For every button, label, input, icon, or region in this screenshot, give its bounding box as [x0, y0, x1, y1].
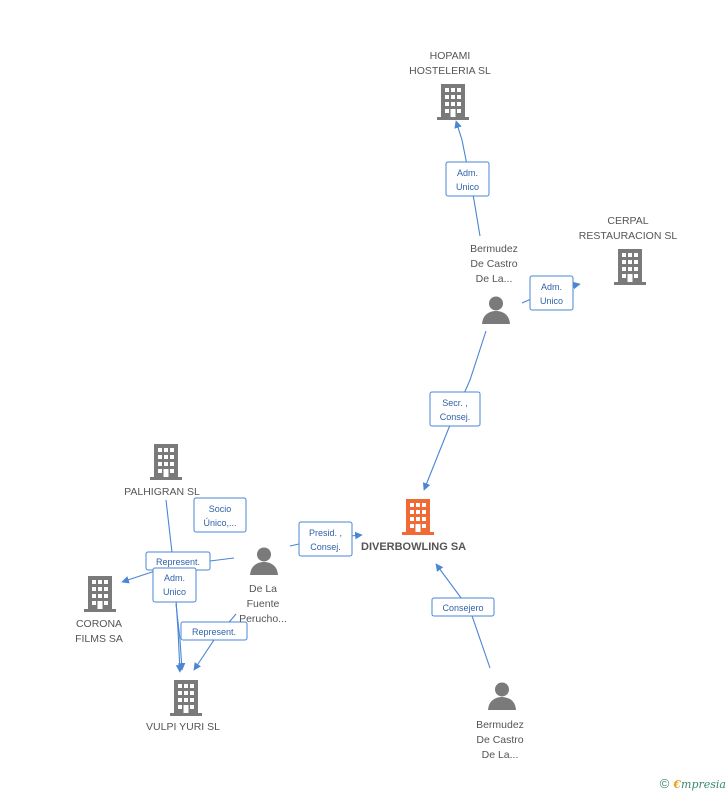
person-icon: [482, 296, 510, 324]
edge-label-text: Consej.: [310, 542, 341, 552]
edge-label-text: Adm.: [457, 168, 478, 178]
edge-label-text: Represent.: [156, 557, 200, 567]
node-hopami[interactable]: HOPAMI HOSTELERIA SL: [409, 50, 491, 120]
node-label: De La: [249, 583, 277, 595]
brand-logo: ©€mpresia: [660, 776, 726, 791]
node-label: Bermudez: [476, 719, 524, 731]
node-label: DIVERBOWLING SA: [361, 541, 466, 553]
node-label: De La...: [476, 273, 513, 285]
edge-label-e9[interactable]: Consejero: [431, 597, 495, 617]
node-label: De Castro: [476, 734, 523, 746]
node-label: Fuente: [247, 598, 280, 610]
building-icon: [170, 680, 202, 716]
edge-label-text: Presid. ,: [309, 528, 342, 538]
node-label: VULPI YURI SL: [146, 721, 220, 733]
node-label: CORONA: [76, 618, 122, 630]
edge-label-e3[interactable]: Secr. , Consej.: [429, 391, 481, 427]
node-palhigran[interactable]: PALHIGRAN SL: [124, 444, 200, 498]
node-label: Bermudez: [470, 243, 518, 255]
edge-label-e7[interactable]: Adm. Unico: [152, 567, 197, 603]
node-label: CERPAL: [607, 215, 648, 227]
node-label: Perucho...: [239, 613, 287, 625]
person-icon: [488, 682, 516, 710]
node-label: RESTAURACION SL: [579, 230, 678, 242]
node-cerpal[interactable]: CERPAL RESTAURACION SL: [579, 215, 678, 285]
node-label: HOPAMI: [430, 50, 471, 62]
node-label: HOSTELERIA SL: [409, 65, 491, 77]
edge-label-text: Unico: [540, 296, 563, 306]
edge-label-e8[interactable]: Represent.: [180, 621, 248, 641]
node-label: De La...: [482, 749, 519, 761]
building-icon: [150, 444, 182, 480]
brand-name: mpresia: [681, 778, 726, 791]
edge-label-text: Adm.: [164, 573, 185, 583]
edge-label-text: Adm.: [541, 282, 562, 292]
edge-label-text: Represent.: [192, 627, 236, 637]
node-label: De Castro: [470, 258, 517, 270]
node-bermudez-bottom[interactable]: Bermudez De Castro De La...: [476, 682, 524, 761]
node-vulpi[interactable]: VULPI YURI SL: [146, 680, 220, 733]
edge-label-e6[interactable]: Represent.: [145, 551, 211, 571]
edge-labels: Adm. Unico Adm. Unico Secr. , Consej. Pr…: [145, 161, 574, 641]
brand-initial: €: [673, 778, 682, 791]
nodes: HOPAMI HOSTELERIA SL CERPAL RESTAURACION…: [75, 50, 677, 761]
building-icon: [437, 84, 469, 120]
edge-label-e5[interactable]: Socio Único,...: [193, 497, 247, 533]
edge-label-e2[interactable]: Adm. Unico: [529, 275, 574, 311]
building-icon: [84, 576, 116, 612]
person-icon: [250, 547, 278, 575]
edge-label-text: Unico: [456, 182, 479, 192]
building-icon: [402, 499, 434, 535]
node-label: PALHIGRAN SL: [124, 486, 200, 498]
edge-label-e1[interactable]: Adm. Unico: [445, 161, 490, 197]
copyright-icon: ©: [659, 776, 670, 791]
edge-label-text: Unico: [163, 587, 186, 597]
edge-label-e4[interactable]: Presid. , Consej.: [298, 521, 353, 557]
node-diverbowling[interactable]: DIVERBOWLING SA: [361, 499, 466, 553]
edge-label-text: Consej.: [440, 412, 471, 422]
edge-label-text: Secr. ,: [442, 398, 468, 408]
edge-label-text: Único,...: [203, 518, 236, 528]
node-delafuente[interactable]: De La Fuente Perucho...: [239, 547, 287, 625]
edge-label-text: Socio: [209, 504, 232, 514]
node-label: FILMS SA: [75, 633, 123, 645]
node-corona[interactable]: CORONA FILMS SA: [75, 576, 123, 645]
building-icon: [614, 249, 646, 285]
node-bermudez-top[interactable]: Bermudez De Castro De La...: [470, 243, 518, 324]
edge-label-text: Consejero: [442, 603, 483, 613]
edge-line-e7: [175, 603, 186, 671]
